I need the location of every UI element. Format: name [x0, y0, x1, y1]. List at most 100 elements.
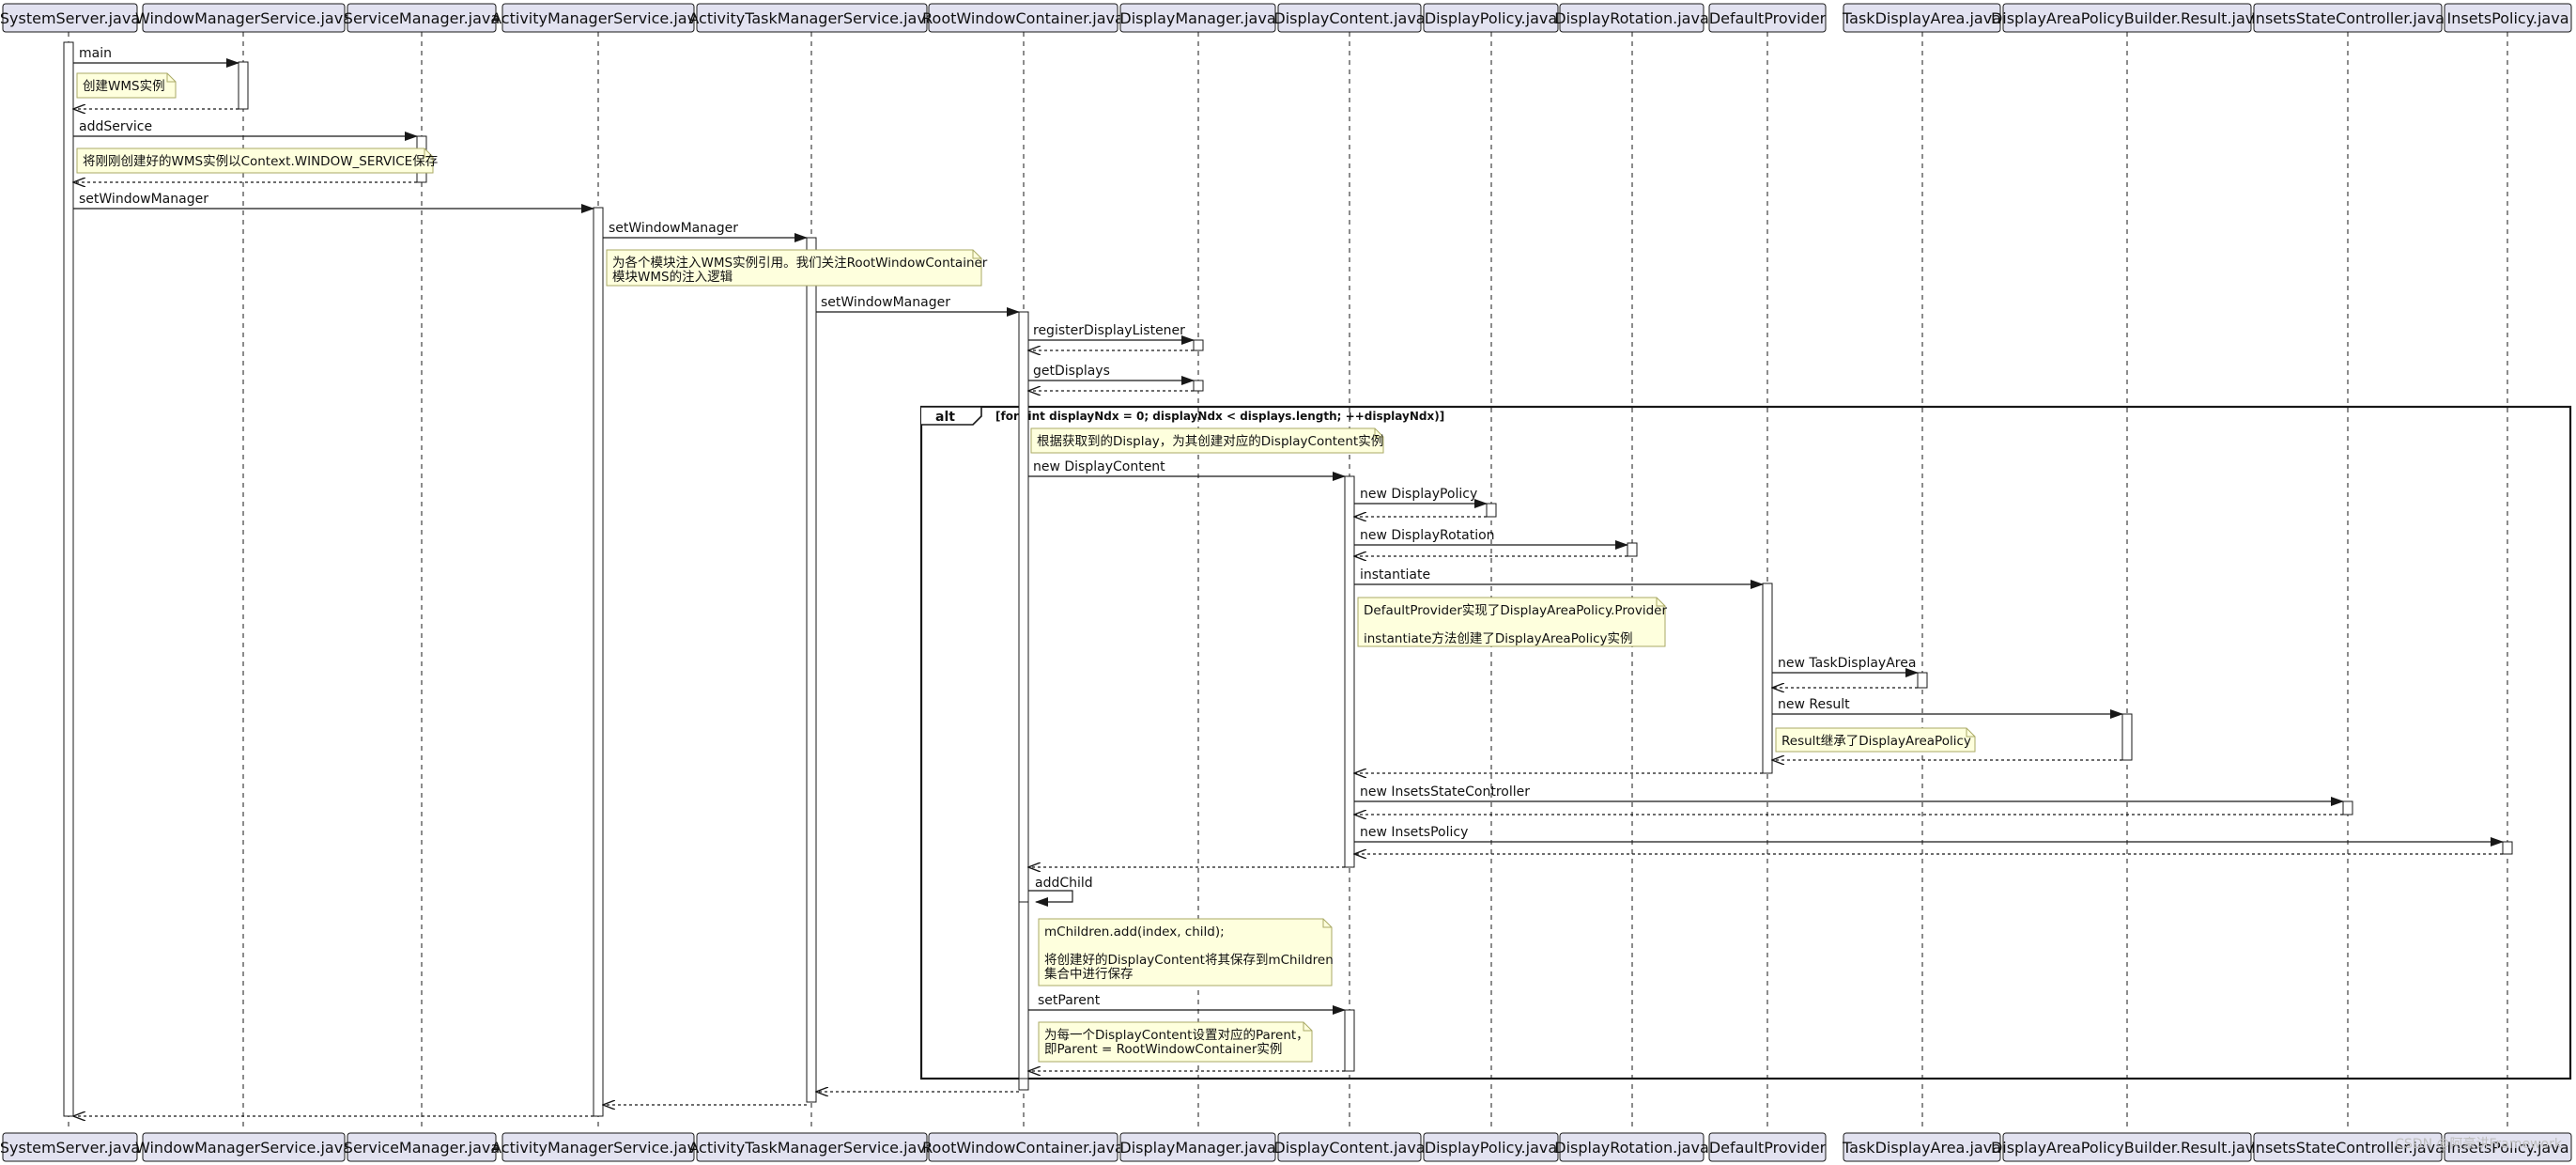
message-label: new InsetsPolicy — [1360, 825, 1468, 840]
message-label: instantiate — [1360, 567, 1430, 582]
participant-head-label: InsetsPolicy.java — [2447, 9, 2569, 27]
participant-foot-label: DefaultProvider — [1709, 1139, 1827, 1157]
participant-head-label: ServiceManager.java — [344, 9, 500, 27]
participant-head-label: TaskDisplayArea.java — [1842, 9, 2001, 27]
note-fold — [424, 148, 433, 158]
participant-foot-label: DisplayManager.java — [1119, 1139, 1275, 1157]
participant-foot-box — [501, 1132, 695, 1162]
note-line: 为各个模块注入WMS实例引用。我们关注RootWindowContainer — [612, 256, 988, 271]
note-line: 将创建好的DisplayContent将其保存到mChildren — [1044, 953, 1334, 968]
fragment-tab — [921, 406, 982, 426]
participant-head-label: DisplayAreaPolicyBuilder.Result.java — [1991, 9, 2263, 27]
participant-foot-box — [1708, 1132, 1827, 1162]
note-text: Result继承了DisplayAreaPolicy — [1782, 734, 1971, 749]
participant-head-box — [2, 3, 138, 33]
note-fold — [1303, 1022, 1312, 1032]
participant-head-box — [142, 3, 346, 33]
activation-bar — [1486, 503, 1497, 518]
participant-foot-box — [2444, 1132, 2572, 1162]
participant-foot-box — [347, 1132, 497, 1162]
messages: mainaddServicesetWindowManagersetWindowM… — [73, 46, 2504, 1116]
note-text: mChildren.add(index, child); 将创建好的Displa… — [1044, 924, 1334, 982]
participant-head-box — [1843, 3, 2001, 33]
note-box — [1775, 727, 1976, 753]
participant-foot-label: ServiceManager.java — [344, 1139, 500, 1157]
note-line — [1044, 939, 1048, 954]
participant-head-label: SystemServer.java — [0, 9, 140, 27]
message-label: new DisplayPolicy — [1360, 487, 1477, 502]
participant-foot-box — [2253, 1132, 2443, 1162]
activation-bars — [63, 41, 2513, 1117]
message-label: new Result — [1778, 697, 1850, 712]
participant-head-box — [2002, 3, 2252, 33]
message-label: new TaskDisplayArea — [1778, 656, 1916, 671]
note-line: 根据获取到的Display，为其创建对应的DisplayContent实例 — [1037, 433, 1383, 449]
participant-foot-box — [1119, 1132, 1276, 1162]
note-line: 为每一个DisplayContent设置对应的Parent， — [1044, 1027, 1309, 1043]
note-line: 集合中进行保存 — [1044, 967, 1134, 982]
note-fold — [1322, 919, 1332, 928]
participant-foot-box — [1423, 1132, 1559, 1162]
participant-foot-box — [142, 1132, 346, 1162]
self-message-arrow — [1028, 890, 1073, 907]
participant-foot-box — [2002, 1132, 2252, 1162]
participant-head-label: DisplayManager.java — [1119, 9, 1275, 27]
participant-head-box — [2444, 3, 2572, 33]
message-label: new InsetsStateController — [1360, 784, 1530, 800]
participant-head-box — [1277, 3, 1422, 33]
participant-foot-label: ActivityTaskManagerService.java — [688, 1139, 934, 1157]
participant-foot-box — [1277, 1132, 1422, 1162]
activation-bar — [1917, 672, 1928, 689]
participant-foot-label: InsetsPolicy.java — [2447, 1139, 2569, 1157]
participant-foot-box — [1559, 1132, 1704, 1162]
activation-bar — [806, 237, 817, 1103]
activation-bar — [1193, 380, 1204, 392]
participant-head-box — [1708, 3, 1827, 33]
activation-bar — [238, 61, 249, 110]
note-box — [1038, 1021, 1313, 1063]
activation-bar — [2342, 800, 2353, 816]
note-text: 为每一个DisplayContent设置对应的Parent，即Parent = … — [1044, 1027, 1309, 1057]
message-label: registerDisplayListener — [1033, 323, 1185, 338]
message-label: setWindowManager — [821, 295, 950, 310]
note-box — [606, 249, 982, 287]
note-box — [1030, 427, 1384, 454]
participant-foot-label: ActivityManagerService.java — [491, 1139, 705, 1157]
note-line: Result继承了DisplayAreaPolicy — [1782, 734, 1971, 749]
participant-foot-label: InsetsStateController.java — [2251, 1139, 2445, 1157]
note-box — [76, 72, 177, 99]
activation-bar — [1193, 339, 1204, 351]
participant-head-label: DefaultProvider — [1709, 9, 1827, 27]
note-line: 即Parent = RootWindowContainer实例 — [1044, 1042, 1282, 1057]
activation-bar — [593, 207, 604, 1117]
participant-foot-box — [696, 1132, 928, 1162]
activation-bar — [1344, 1009, 1355, 1072]
participant-foot-label: SystemServer.java — [0, 1139, 140, 1157]
note-box — [1357, 597, 1666, 647]
message-label: main — [79, 46, 112, 61]
note-line — [1364, 617, 1367, 632]
note-line: 模块WMS的注入逻辑 — [612, 270, 733, 285]
participant-head-label: WindowManagerService.java — [135, 9, 352, 27]
note-fold — [1966, 728, 1975, 738]
participant-head-label: DisplayContent.java — [1273, 9, 1425, 27]
note-text: 创建WMS实例 — [83, 79, 165, 94]
participant-head-label: DisplayRotation.java — [1554, 9, 1709, 27]
participant-head-box — [928, 3, 1118, 33]
note-line: 创建WMS实例 — [83, 79, 165, 94]
message-label: setWindowManager — [609, 221, 738, 236]
participant-head-label: RootWindowContainer.java — [922, 9, 1124, 27]
watermark: CSDN @阿豪讲Framework — [2395, 1137, 2563, 1152]
activation-bar — [63, 41, 74, 1117]
note-box — [76, 148, 434, 174]
activation-bar — [2121, 713, 2133, 761]
message-label: setWindowManager — [79, 192, 208, 207]
note-line: mChildren.add(index, child); — [1044, 924, 1225, 940]
participant-head-box — [347, 3, 497, 33]
fragment-keyword: alt — [935, 410, 955, 425]
note-line: DefaultProvider实现了DisplayAreaPolicy.Prov… — [1364, 603, 1667, 618]
participant-head-box — [501, 3, 695, 33]
participant-foot-label: WindowManagerService.java — [135, 1139, 352, 1157]
participant-foot-label: TaskDisplayArea.java — [1842, 1139, 2001, 1157]
